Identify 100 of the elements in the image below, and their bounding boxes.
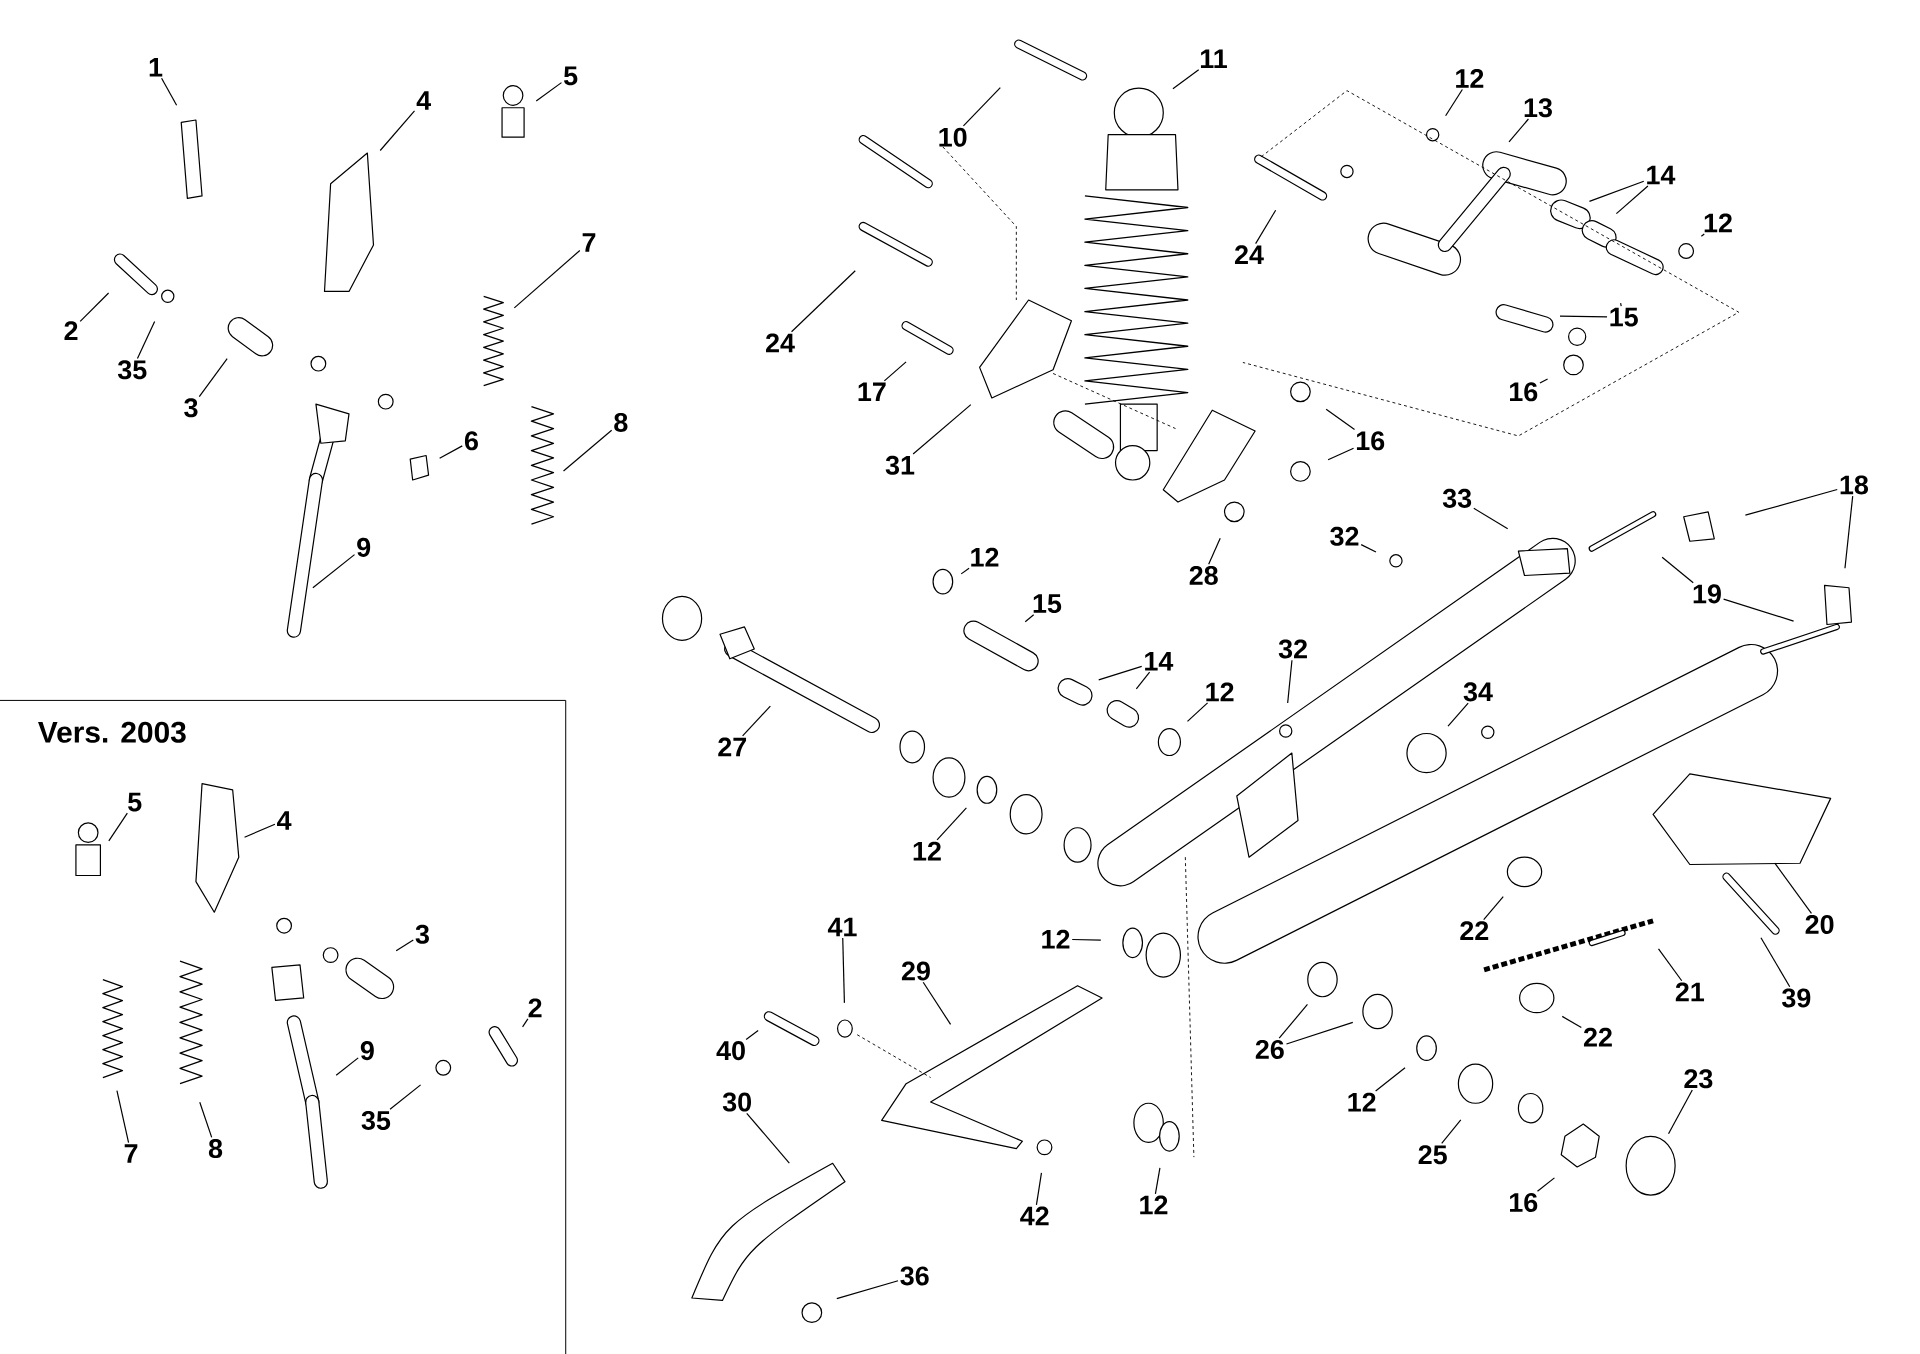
callout-number: 12: [1206, 682, 1234, 702]
leader-line: [1561, 1015, 1582, 1028]
callout-number: 12: [1042, 929, 1070, 949]
callout-number: 7: [582, 233, 596, 252]
leader-line: [1035, 1172, 1043, 1206]
leader-line: [79, 292, 110, 322]
leader-line: [1172, 69, 1200, 90]
leader-line: [439, 445, 463, 459]
leader-line: [1135, 671, 1151, 690]
callout-number: 32: [1278, 639, 1307, 659]
leader-line: [1473, 507, 1509, 530]
leader-line: [1744, 488, 1838, 516]
leader-line: [1287, 659, 1293, 704]
leader-line: [1657, 948, 1683, 982]
callout-number: 41: [827, 917, 857, 937]
callout-number: 27: [718, 737, 747, 757]
callout-number: 29: [901, 961, 930, 981]
leader-line: [1186, 702, 1209, 722]
callout-number: 3: [184, 398, 198, 418]
leader-line: [1360, 543, 1377, 553]
leader-line: [1285, 1021, 1354, 1045]
leader-line: [199, 1101, 213, 1138]
leader-line: [962, 86, 1001, 127]
callout-number: 21: [1675, 982, 1705, 1002]
leader-line: [1615, 185, 1649, 215]
callout-number: 34: [1463, 682, 1493, 702]
leader-line: [1559, 315, 1608, 318]
callout-number: 8: [208, 1138, 223, 1158]
leader-line: [1774, 862, 1813, 914]
leader-line: [1661, 556, 1694, 584]
callout-number: 13: [1524, 98, 1552, 118]
callout-number: 12: [971, 547, 999, 567]
leader-line: [1620, 302, 1622, 307]
leader-line: [1154, 1167, 1161, 1195]
callout-number: 19: [1693, 584, 1721, 604]
leader-line: [1723, 598, 1795, 622]
leader-line: [1508, 118, 1530, 143]
callout-number: 12: [1348, 1092, 1376, 1112]
leader-line: [535, 81, 563, 102]
callout-number: 24: [1234, 245, 1264, 264]
leader-line: [1700, 233, 1705, 237]
leader-line: [312, 553, 356, 589]
leader-line: [1844, 495, 1854, 569]
callout-number: 17: [858, 382, 886, 401]
leader-line: [1447, 702, 1469, 727]
callout-number: 18: [1840, 475, 1869, 495]
leader-line: [161, 77, 178, 106]
leader-line: [936, 807, 967, 841]
callout-number: 4: [277, 811, 292, 830]
callout-number: 15: [1610, 307, 1638, 327]
leader-line: [746, 1112, 790, 1164]
leader-line: [790, 269, 856, 333]
leader-line: [116, 1089, 130, 1143]
leader-line: [243, 823, 276, 838]
leader-line: [1588, 180, 1645, 202]
callout-number: 23: [1684, 1069, 1713, 1089]
callout-number: 16: [1356, 431, 1385, 451]
leader-line: [1071, 938, 1102, 941]
leader-line: [960, 567, 970, 575]
leader-line: [1441, 1119, 1462, 1144]
leader-line: [136, 320, 156, 360]
leader-line: [1278, 1003, 1309, 1039]
leader-line: [1536, 1177, 1556, 1192]
leader-line: [562, 429, 613, 472]
callout-number: 33: [1442, 488, 1472, 508]
callout-number: 42: [1020, 1206, 1049, 1226]
leader-line: [842, 937, 845, 1004]
leader-line: [1098, 665, 1143, 681]
leader-line: [522, 1018, 529, 1028]
callout-number: 3: [415, 924, 429, 944]
callout-number: 14: [1647, 165, 1676, 185]
callout-number: 10: [939, 127, 967, 147]
leader-line: [513, 249, 581, 309]
callout-number: 36: [900, 1266, 929, 1286]
callout-number: 12: [1140, 1195, 1168, 1215]
leader-line: [836, 1280, 899, 1300]
callout-number: 35: [117, 360, 147, 380]
leader-line: [912, 403, 972, 455]
leader-line: [335, 1057, 359, 1076]
callout-number: 39: [1782, 988, 1811, 1008]
callout-number: 40: [716, 1040, 745, 1060]
version-label: Vers. 2003: [38, 721, 186, 743]
callout-number: 14: [1145, 651, 1174, 671]
leader-line: [1539, 378, 1549, 384]
callout-number: 12: [1456, 68, 1484, 88]
leader-line: [1208, 537, 1221, 565]
leader-line: [1445, 88, 1463, 117]
leader-line: [922, 981, 952, 1025]
callout-number: 9: [360, 1040, 374, 1060]
callout-number: 1: [149, 57, 163, 77]
leader-line: [883, 361, 907, 382]
leader-line: [379, 110, 416, 151]
leader-line: [198, 357, 228, 397]
callout-number: 12: [913, 841, 941, 861]
callout-number: 5: [128, 792, 142, 812]
callout-number: 22: [1460, 921, 1489, 940]
callout-number: 26: [1255, 1039, 1284, 1059]
callout-number: 4: [416, 91, 431, 110]
leader-line: [1024, 614, 1035, 623]
callout-number: 11: [1200, 49, 1227, 68]
